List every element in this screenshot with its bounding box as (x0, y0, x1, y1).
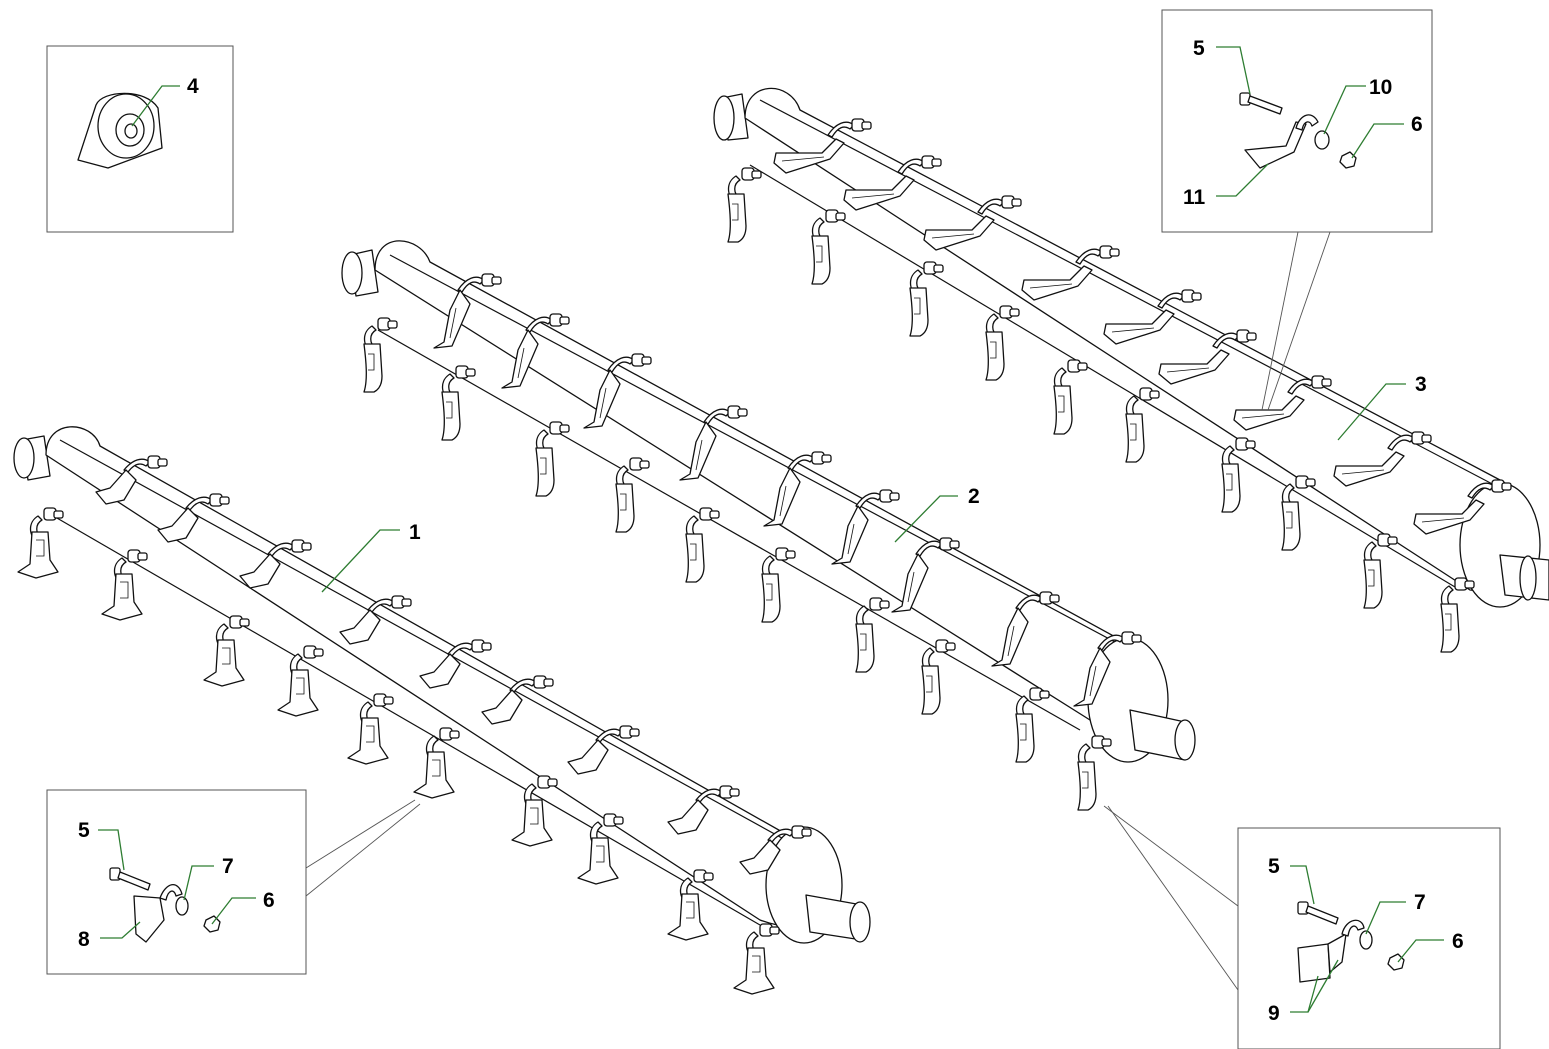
label-bolt-top: 5 (1193, 37, 1205, 60)
detail-box-bottom-right: 5 7 6 9 (1103, 805, 1501, 1049)
label-blade-top: 11 (1183, 186, 1206, 209)
detail-box-bottom-left: 5 7 6 8 (46, 789, 421, 975)
label-shackle-top: 10 (1369, 76, 1392, 99)
rotor-1 (13, 426, 871, 995)
nut-part (1387, 953, 1405, 971)
bolt-part (109, 867, 151, 891)
rotor-bearing-part (77, 92, 163, 169)
nut-part (1339, 151, 1357, 169)
label-rotor-1: 1 (409, 521, 421, 544)
label-shackle-left: 7 (222, 855, 234, 878)
rotor-labels: 1 2 3 (321, 373, 1427, 593)
rotor-3 (713, 87, 1549, 653)
label-bolt-left: 5 (78, 819, 90, 842)
flail-blade-part (133, 884, 189, 943)
label-nut-left: 6 (263, 889, 275, 912)
bolt-part (1239, 92, 1283, 115)
label-nut-right: 6 (1452, 930, 1464, 953)
label-rotor-2: 2 (968, 485, 980, 508)
label-shackle-right: 7 (1414, 891, 1426, 914)
tray-blade-part (1244, 114, 1330, 169)
label-blade-right: 9 (1268, 1002, 1280, 1025)
label-rotor-3: 3 (1415, 373, 1427, 396)
detail-box-4: 4 (46, 45, 234, 233)
label-detail-4: 4 (187, 75, 199, 98)
label-bolt-right: 5 (1268, 855, 1280, 878)
flail-blade-part (1297, 919, 1373, 983)
label-nut-top: 6 (1411, 113, 1423, 136)
detail-box-top-right: 5 10 6 11 (1161, 9, 1433, 411)
bolt-part (1297, 901, 1339, 925)
label-blade-left: 8 (78, 928, 90, 951)
rotor-2 (341, 240, 1196, 811)
